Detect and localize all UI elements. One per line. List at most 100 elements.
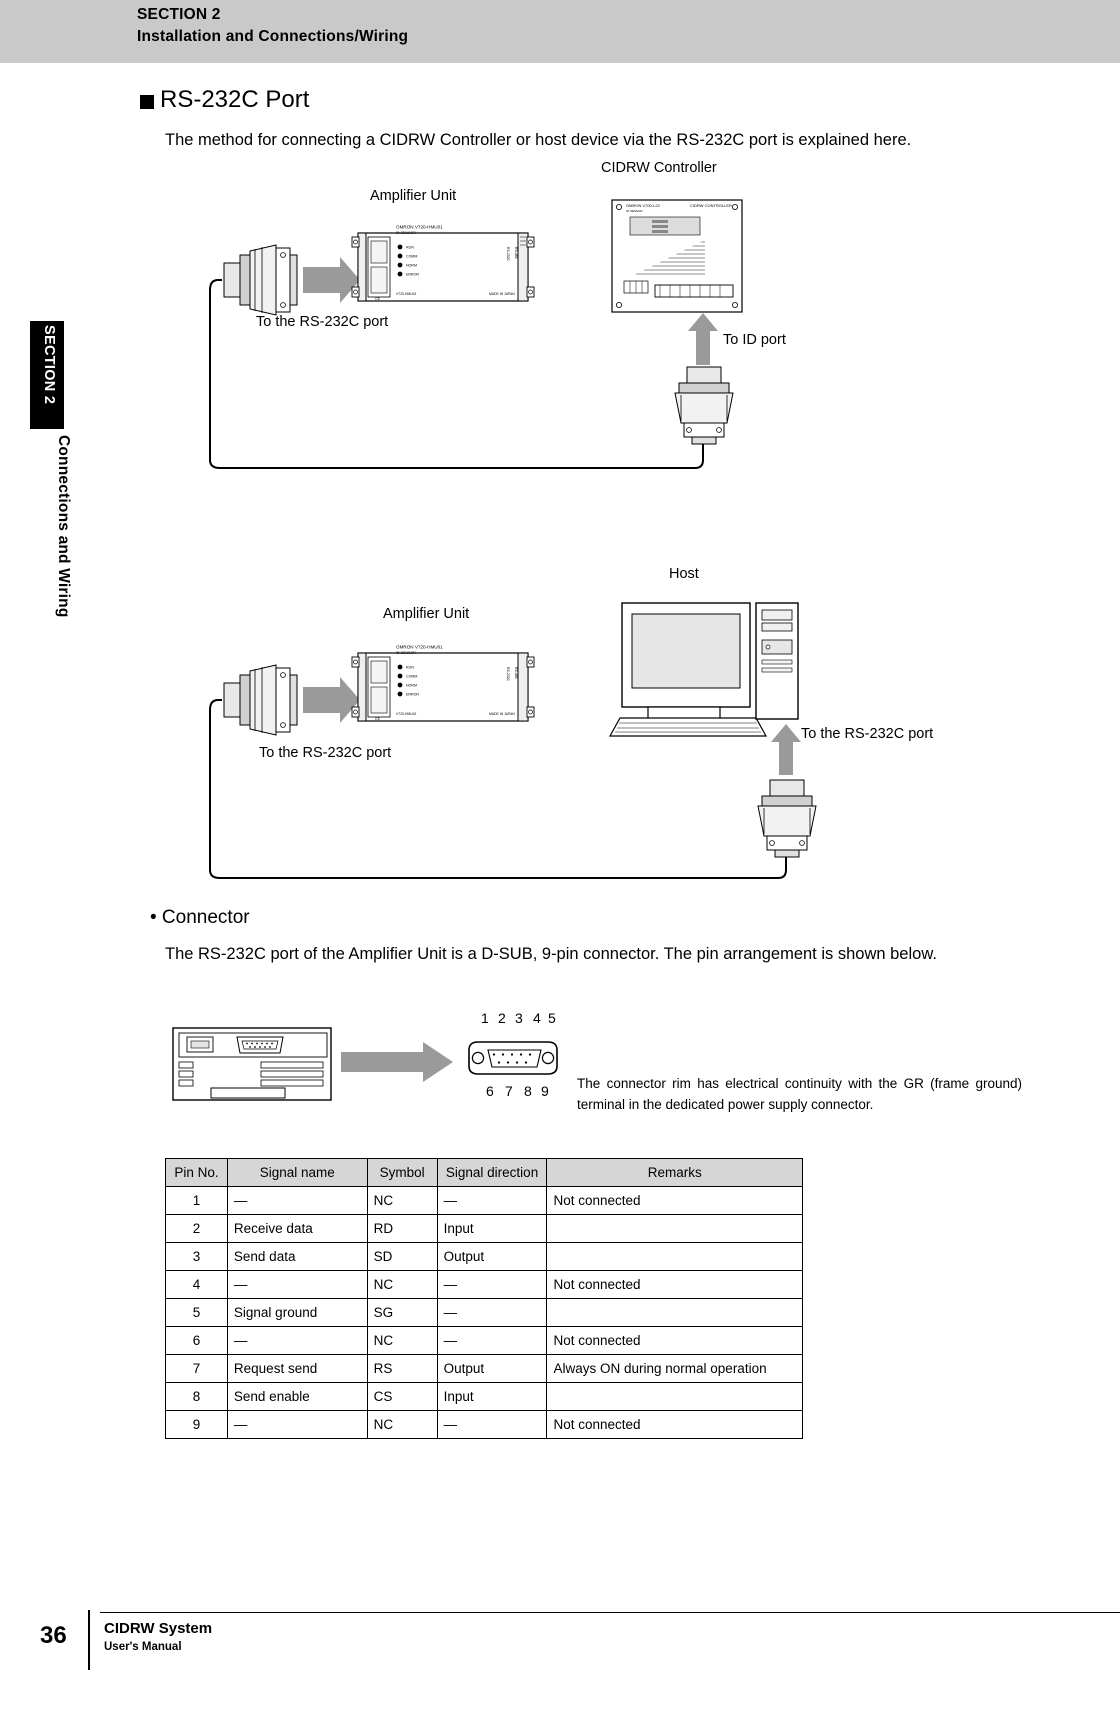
cell-signal-direction: Output bbox=[436, 1242, 548, 1271]
cell-pin-no: 6 bbox=[165, 1326, 228, 1355]
pin-number-top-2: 2 bbox=[498, 1010, 506, 1026]
svg-text:NORM: NORM bbox=[406, 684, 417, 688]
intro-paragraph: The method for connecting a CIDRW Contro… bbox=[165, 131, 912, 149]
cell-symbol: RD bbox=[366, 1214, 438, 1243]
pin-number-top-5: 5 bbox=[548, 1010, 556, 1026]
th-pin-no: Pin No. bbox=[165, 1158, 228, 1187]
svg-text:MADE IN JAPAN: MADE IN JAPAN bbox=[489, 292, 515, 296]
cell-signal-direction: Input bbox=[436, 1382, 548, 1411]
cell-remarks: Always ON during normal operation bbox=[546, 1354, 803, 1383]
svg-text:ID SENSOR: ID SENSOR bbox=[626, 209, 643, 213]
label-to-rs232c-port-1: To the RS-232C port bbox=[256, 314, 389, 330]
svg-text:CIDRW CONTROLLER: CIDRW CONTROLLER bbox=[690, 203, 732, 208]
svg-text:CE: CE bbox=[375, 297, 381, 301]
label-host: Host bbox=[669, 566, 699, 582]
table-header-row: Pin No. Signal name Symbol Signal direct… bbox=[165, 1158, 803, 1187]
cell-symbol: SD bbox=[366, 1242, 438, 1271]
svg-text:MADE IN JAPAN: MADE IN JAPAN bbox=[489, 712, 515, 716]
table-row: 8 Send enable CS Input bbox=[165, 1382, 803, 1411]
pin-number-bottom-8: 8 bbox=[524, 1083, 532, 1099]
label-cidrw-controller: CIDRW Controller bbox=[601, 160, 717, 176]
cell-signal-direction: — bbox=[436, 1410, 548, 1439]
cell-signal-name: Signal ground bbox=[226, 1298, 368, 1327]
connector-rim-note: The connector rim has electrical continu… bbox=[577, 1076, 1022, 1112]
cell-remarks: Not connected bbox=[546, 1410, 803, 1439]
cell-symbol: NC bbox=[366, 1270, 438, 1299]
cell-symbol: SG bbox=[366, 1298, 438, 1327]
cell-symbol: CS bbox=[366, 1382, 438, 1411]
cell-signal-name: Request send bbox=[226, 1354, 368, 1383]
pin-number-bottom-9: 9 bbox=[541, 1083, 549, 1099]
footer-vertical-divider bbox=[88, 1610, 90, 1670]
figure-cidrw-connection: OMRON V720-HMU01 ID SENSOR RUN COMM NORM… bbox=[209, 199, 743, 469]
cell-signal-direction: — bbox=[436, 1326, 548, 1355]
cell-symbol: NC bbox=[366, 1326, 438, 1355]
left-rail: SECTION 2 Connections and Wiring bbox=[0, 63, 100, 1723]
figure-dsub-connector bbox=[172, 1027, 558, 1101]
table-row: 4 — NC — Not connected bbox=[165, 1270, 803, 1299]
th-signal-direction: Signal direction bbox=[436, 1158, 548, 1187]
svg-text:CE: CE bbox=[375, 717, 381, 721]
header-section-label: SECTION 2 bbox=[137, 6, 221, 23]
svg-text:ID SENSOR: ID SENSOR bbox=[396, 231, 416, 235]
pin-number-top-3: 3 bbox=[515, 1010, 523, 1026]
th-symbol: Symbol bbox=[366, 1158, 438, 1187]
cell-remarks bbox=[546, 1382, 803, 1411]
svg-text:ID SENSOR: ID SENSOR bbox=[396, 651, 416, 655]
table-row: 1 — NC — Not connected bbox=[165, 1186, 803, 1215]
cell-symbol: NC bbox=[366, 1410, 438, 1439]
pin-assignment-table-wrapper: Pin No. Signal name Symbol Signal direct… bbox=[165, 1158, 803, 1439]
cell-remarks bbox=[546, 1214, 803, 1243]
svg-text:NORM: NORM bbox=[406, 264, 417, 268]
label-amplifier-unit-1: Amplifier Unit bbox=[370, 188, 457, 204]
label-to-id-port: To ID port bbox=[723, 332, 786, 348]
cell-pin-no: 2 bbox=[165, 1214, 228, 1243]
cell-pin-no: 1 bbox=[165, 1186, 228, 1215]
cell-pin-no: 8 bbox=[165, 1382, 228, 1411]
section-tab-marker bbox=[30, 321, 64, 429]
pin-number-bottom-7: 7 bbox=[505, 1083, 513, 1099]
label-amplifier-unit-2: Amplifier Unit bbox=[383, 606, 470, 622]
cell-pin-no: 3 bbox=[165, 1242, 228, 1271]
th-signal-name: Signal name bbox=[226, 1158, 368, 1187]
svg-text:OMRON V720-HMU01: OMRON V720-HMU01 bbox=[396, 645, 443, 650]
footer-doc-type: User's Manual bbox=[104, 1641, 182, 1653]
cell-pin-no: 9 bbox=[165, 1410, 228, 1439]
svg-text:RS-485: RS-485 bbox=[514, 247, 518, 259]
svg-text:COMM: COMM bbox=[406, 675, 417, 679]
cell-signal-direction: Input bbox=[436, 1214, 548, 1243]
table-row: 7 Request send RS Output Always ON durin… bbox=[165, 1354, 803, 1383]
cell-signal-name: Receive data bbox=[226, 1214, 368, 1243]
svg-text:RUN: RUN bbox=[406, 666, 414, 670]
cell-signal-name: Send enable bbox=[226, 1382, 368, 1411]
cell-signal-direction: — bbox=[436, 1186, 548, 1215]
cell-symbol: RS bbox=[366, 1354, 438, 1383]
pin-number-top-1: 1 bbox=[481, 1010, 489, 1026]
pin-assignment-table: Pin No. Signal name Symbol Signal direct… bbox=[165, 1158, 803, 1439]
svg-text:RS-232C: RS-232C bbox=[506, 247, 510, 261]
cell-remarks bbox=[546, 1298, 803, 1327]
cell-signal-name: — bbox=[226, 1410, 368, 1439]
connector-bullet-heading: • Connector bbox=[150, 907, 250, 928]
label-to-rs232c-port-3: To the RS-232C port bbox=[801, 726, 934, 742]
svg-text:V720-HMU01: V720-HMU01 bbox=[396, 712, 417, 716]
pin-number-bottom-6: 6 bbox=[486, 1083, 494, 1099]
table-row: 5 Signal ground SG — bbox=[165, 1298, 803, 1327]
page-title: RS-232C Port bbox=[160, 86, 310, 113]
header-subtitle: Installation and Connections/Wiring bbox=[137, 28, 409, 46]
cell-remarks: Not connected bbox=[546, 1186, 803, 1215]
svg-text:ERROR: ERROR bbox=[406, 273, 419, 277]
pin-number-top-4: 4 bbox=[533, 1010, 541, 1026]
svg-text:RUN: RUN bbox=[406, 246, 414, 250]
table-row: 2 Receive data RD Input bbox=[165, 1214, 803, 1243]
svg-text:OMRON V700-L22: OMRON V700-L22 bbox=[626, 203, 661, 208]
cell-pin-no: 5 bbox=[165, 1298, 228, 1327]
cell-symbol: NC bbox=[366, 1186, 438, 1215]
svg-text:RS-485: RS-485 bbox=[514, 667, 518, 679]
cell-signal-direction: — bbox=[436, 1270, 548, 1299]
page-header-band bbox=[0, 0, 1120, 63]
svg-text:V720-HMU01: V720-HMU01 bbox=[396, 292, 417, 296]
svg-text:RS-232C: RS-232C bbox=[506, 667, 510, 681]
table-row: 3 Send data SD Output bbox=[165, 1242, 803, 1271]
